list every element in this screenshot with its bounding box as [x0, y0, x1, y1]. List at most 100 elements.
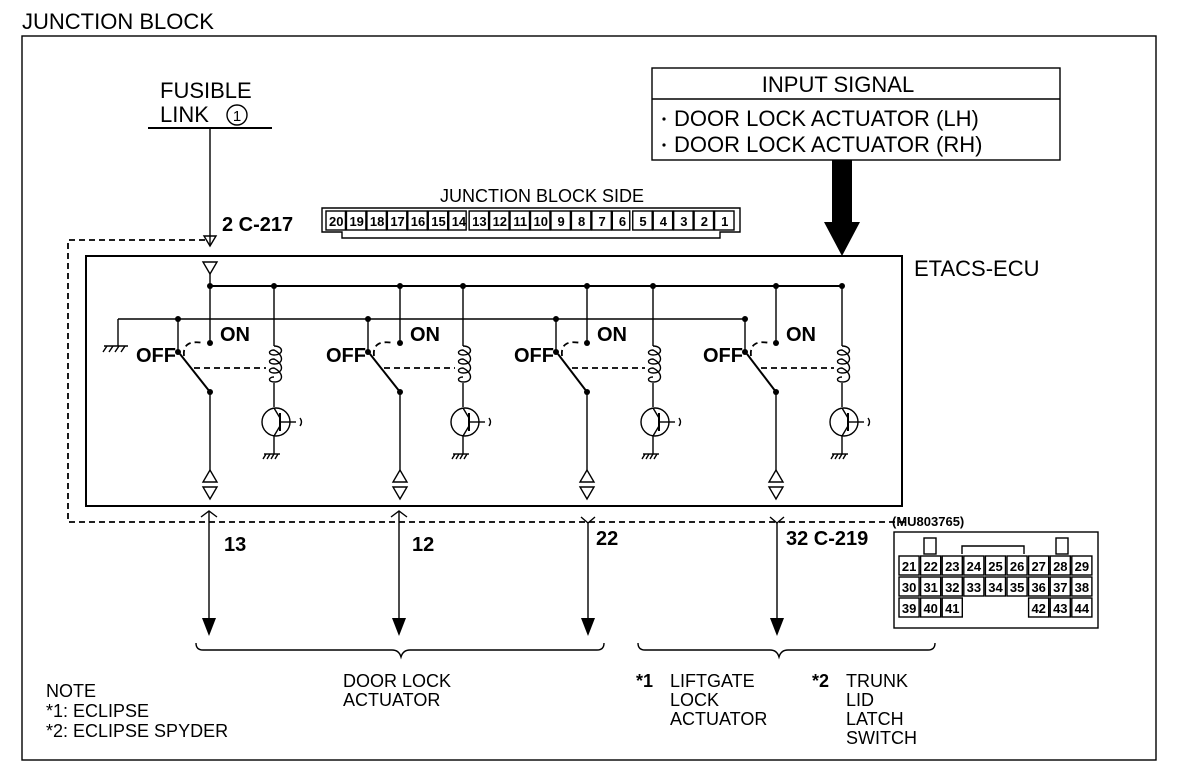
c219-pin-number: 30	[902, 580, 916, 595]
c219-pin-number: 42	[1031, 601, 1045, 616]
ground-icon	[262, 453, 280, 460]
c217-pin-cell	[448, 210, 467, 231]
input-signal-item-rh: DOOR LOCK ACTUATOR (RH)	[674, 132, 982, 157]
input-signal-frame	[651, 67, 1061, 161]
junction-block-boundary	[67, 239, 905, 523]
off-contact	[742, 349, 748, 355]
off-label: OFF	[326, 345, 366, 367]
c219-pin-cell	[1006, 555, 1028, 576]
c219-pin-cell	[941, 597, 964, 618]
c219-pin-cell	[898, 597, 920, 618]
c219-pin-number: 32	[945, 580, 959, 595]
c219-pin-number: 23	[945, 559, 959, 574]
connector-c217-outline	[321, 207, 741, 239]
c217-pin-number: 16	[411, 214, 425, 229]
c219-pin-number: 28	[1053, 559, 1067, 574]
c217-pin-cell	[550, 210, 572, 231]
c219-pin-cell	[963, 555, 985, 576]
c219-pin-number: 33	[967, 580, 981, 595]
c219-pin-number: 38	[1075, 580, 1089, 595]
fusible-link-arrow-icon	[202, 235, 218, 248]
fusible-link-number-circle	[226, 104, 248, 126]
off-label: OFF	[136, 345, 176, 367]
fusible-link-line2: LINK	[160, 102, 209, 127]
c217-pin-cell	[325, 210, 347, 231]
c219-pin-number: 26	[1010, 559, 1024, 574]
c219-pin-number: 24	[967, 559, 982, 574]
door-lock-label-line2: ACTUATOR	[343, 690, 440, 710]
liftgate-line2: LOCK	[670, 690, 719, 710]
c217-pin-number: 2	[701, 214, 708, 229]
terminal-label-13: 13	[224, 534, 246, 556]
off-contact	[365, 349, 371, 355]
input-terminal-icon	[201, 261, 219, 276]
input-signal-item-lh: DOOR LOCK ACTUATOR (LH)	[674, 106, 979, 131]
switch-arm	[557, 353, 588, 393]
c219-lock-right	[1055, 537, 1069, 555]
c217-pin-cell	[611, 210, 631, 231]
c217-pin-number: 13	[472, 214, 486, 229]
c217-pin-cell	[652, 210, 674, 231]
c219-pin-number: 41	[945, 601, 959, 616]
c219-housing	[893, 531, 1099, 629]
fusible-link-line1: FUSIBLE	[160, 78, 252, 103]
on-contact	[397, 340, 403, 346]
trunk-line3: LATCH	[846, 709, 904, 729]
note: NOTE *1: ECLIPSE *2: ECLIPSE SPYDER	[46, 681, 228, 741]
c219-pin-cell	[1049, 597, 1071, 618]
c219-pin-cell	[941, 576, 964, 597]
on-label: ON	[410, 324, 440, 346]
on-label: ON	[597, 324, 627, 346]
c219-lock-left	[923, 537, 937, 555]
output-terminal-icon	[201, 486, 219, 501]
relay-unit-2: ON OFF	[326, 283, 492, 501]
arrow-down-icon	[392, 618, 406, 636]
c219-pin-cell	[919, 576, 942, 597]
c217-pin-number: 5	[639, 214, 646, 229]
door-lock-brace	[195, 642, 605, 660]
output-terminal-icon	[578, 468, 596, 483]
ground-icon	[451, 453, 469, 460]
c219-pin-number: 43	[1053, 601, 1067, 616]
liftgate-line1: LIFTGATE	[670, 671, 755, 691]
output-wiring: 13 12 22 32 C-219 DOOR LOCK ACTUATOR *1 …	[195, 510, 936, 748]
c219-pin-cell	[963, 576, 985, 597]
c219-pin-number: 25	[988, 559, 1002, 574]
c217-pin-number: 20	[329, 214, 343, 229]
terminal-label-22: 22	[596, 528, 618, 550]
trunk-mark: *2	[812, 671, 829, 691]
c219-pin-cell	[919, 555, 942, 576]
c219-pin-cell	[898, 576, 920, 597]
signal-tilde-icon	[867, 417, 871, 427]
output-terminal-icon	[578, 486, 596, 501]
ground-icon	[102, 345, 128, 353]
liftgate-line3: ACTUATOR	[670, 709, 767, 729]
input-signal-header: INPUT SIGNAL	[762, 72, 914, 97]
relay-coil-icon	[457, 345, 472, 383]
note-title: NOTE	[46, 681, 96, 701]
signal-tilde-icon	[299, 417, 303, 427]
switch-arm	[179, 353, 211, 393]
c217-pin-number: 19	[349, 214, 363, 229]
c219-pin-cell	[898, 555, 920, 576]
c217-pin-cell	[366, 210, 388, 231]
c219-pin-cell	[1006, 576, 1028, 597]
on-contact	[584, 340, 590, 346]
switch-arm	[746, 353, 777, 393]
c217-pin-cell	[570, 210, 592, 231]
c217-pin-number: 7	[598, 214, 605, 229]
c219-part-number: (MU803765)	[892, 514, 964, 529]
c217-pin-number: 3	[680, 214, 687, 229]
ground-icon	[830, 453, 848, 460]
c217-pin-number: 6	[619, 214, 626, 229]
c217-pin-number: 17	[390, 214, 404, 229]
c217-pin-number: 12	[493, 214, 507, 229]
c219-pin-cell	[1071, 597, 1093, 618]
c217-pin-cell	[529, 210, 551, 231]
